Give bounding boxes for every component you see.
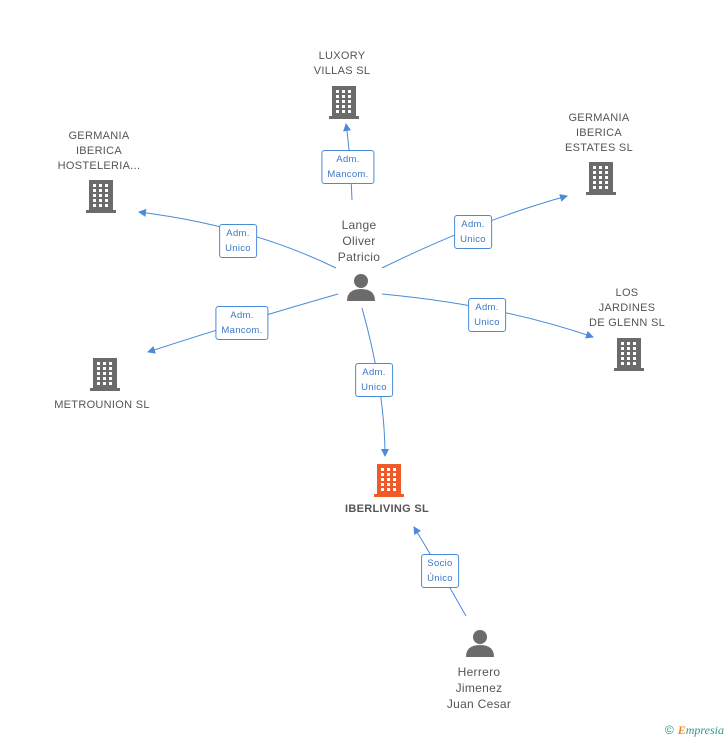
node-label-lange-oliver-patricio[interactable]: Lange Oliver Patricio xyxy=(337,218,381,264)
building-icon-luxory-villas[interactable] xyxy=(329,86,359,119)
node-label-herrero-jimenez[interactable]: Herrero Jimenez Juan Cesar xyxy=(446,665,512,711)
building-icon-iberliving[interactable] xyxy=(374,464,404,497)
node-label-germania-estates[interactable]: GERMANIA IBERICA ESTATES SL xyxy=(564,112,633,154)
relation-box-metrounion[interactable]: Adm. Mancom. xyxy=(215,306,269,340)
building-icon-germania-estates[interactable] xyxy=(586,162,616,195)
person-icon-herrero[interactable] xyxy=(466,630,494,657)
relation-box-estates[interactable]: Adm. Unico xyxy=(454,215,492,249)
node-label-germania-hosteleria[interactable]: GERMANIA IBERICA HOSTELERIA... xyxy=(57,130,141,172)
relation-box-socio[interactable]: Socio Único xyxy=(421,554,459,588)
building-icon-metrounion[interactable] xyxy=(90,358,120,391)
node-label-iberliving[interactable]: IBERLIVING SL xyxy=(345,503,429,515)
empresia-footer[interactable]: ©Empresia xyxy=(665,723,724,738)
copyright-icon: © xyxy=(664,723,674,737)
node-label-los-jardines[interactable]: LOS JARDINES DE GLENN SL xyxy=(588,287,666,329)
building-icon-los-jardines[interactable] xyxy=(614,338,644,371)
brand-initial: E xyxy=(677,723,686,737)
relation-box-luxory[interactable]: Adm. Mancom. xyxy=(321,150,375,184)
relation-box-iberliving[interactable]: Adm. Unico xyxy=(355,363,393,397)
node-icons xyxy=(86,86,644,657)
node-label-luxory-villas[interactable]: LUXORY VILLAS SL xyxy=(313,50,371,77)
brand-name: mpresia xyxy=(685,723,724,737)
building-icon-germania-hosteleria[interactable] xyxy=(86,180,116,213)
node-label-metrounion[interactable]: METROUNION SL xyxy=(54,399,150,411)
relation-box-hosteleria[interactable]: Adm. Unico xyxy=(219,224,257,258)
relation-box-jardines[interactable]: Adm. Unico xyxy=(468,298,506,332)
person-icon-lange[interactable] xyxy=(347,274,375,301)
